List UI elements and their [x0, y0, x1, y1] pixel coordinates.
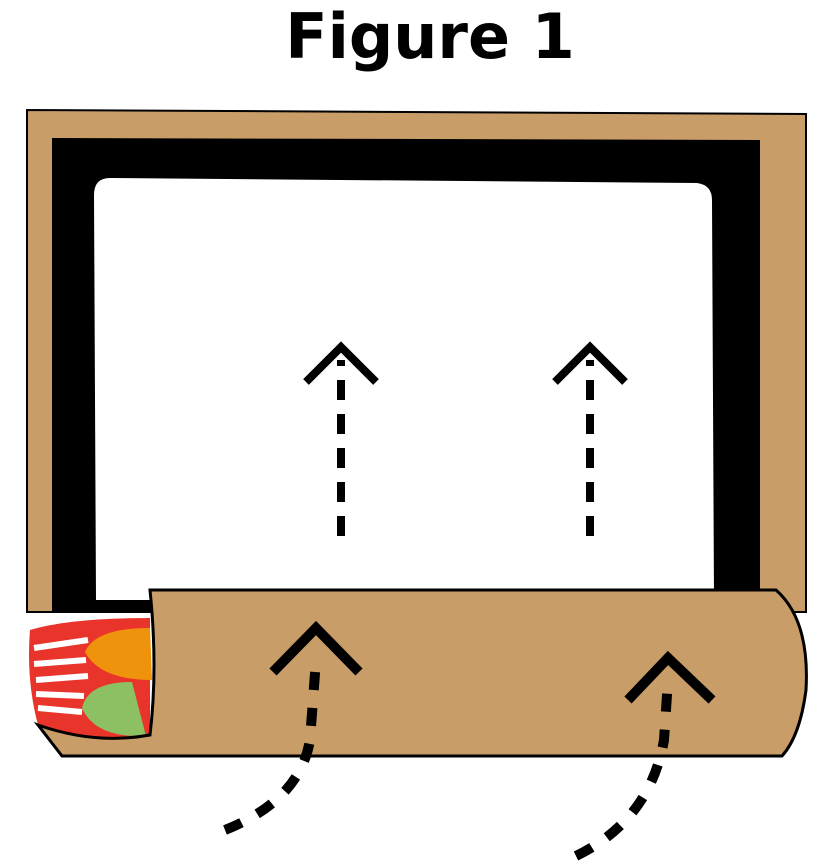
up-arrow-left [303, 341, 379, 536]
curved-arrow-right [573, 650, 716, 861]
roll-stripe [35, 691, 85, 699]
roll-stripe [33, 657, 87, 667]
roll-green-shape [82, 682, 146, 737]
curved-arrow-left [223, 620, 363, 835]
roll-stripe [33, 637, 89, 651]
chevron-up-icon [552, 341, 628, 385]
cardboard-flap [33, 588, 808, 758]
chevron-up-icon [303, 341, 379, 385]
figure-title: Figure 1 [285, 0, 575, 73]
roll-stripe [35, 673, 89, 683]
chevron-up-icon [624, 650, 716, 704]
up-arrow-right [552, 341, 628, 536]
roll-stripe [37, 705, 83, 715]
window-opening [94, 178, 714, 600]
roll-orange-shape [85, 628, 152, 680]
rolled-edge-graphic [29, 618, 152, 741]
chevron-up-icon [269, 620, 363, 676]
